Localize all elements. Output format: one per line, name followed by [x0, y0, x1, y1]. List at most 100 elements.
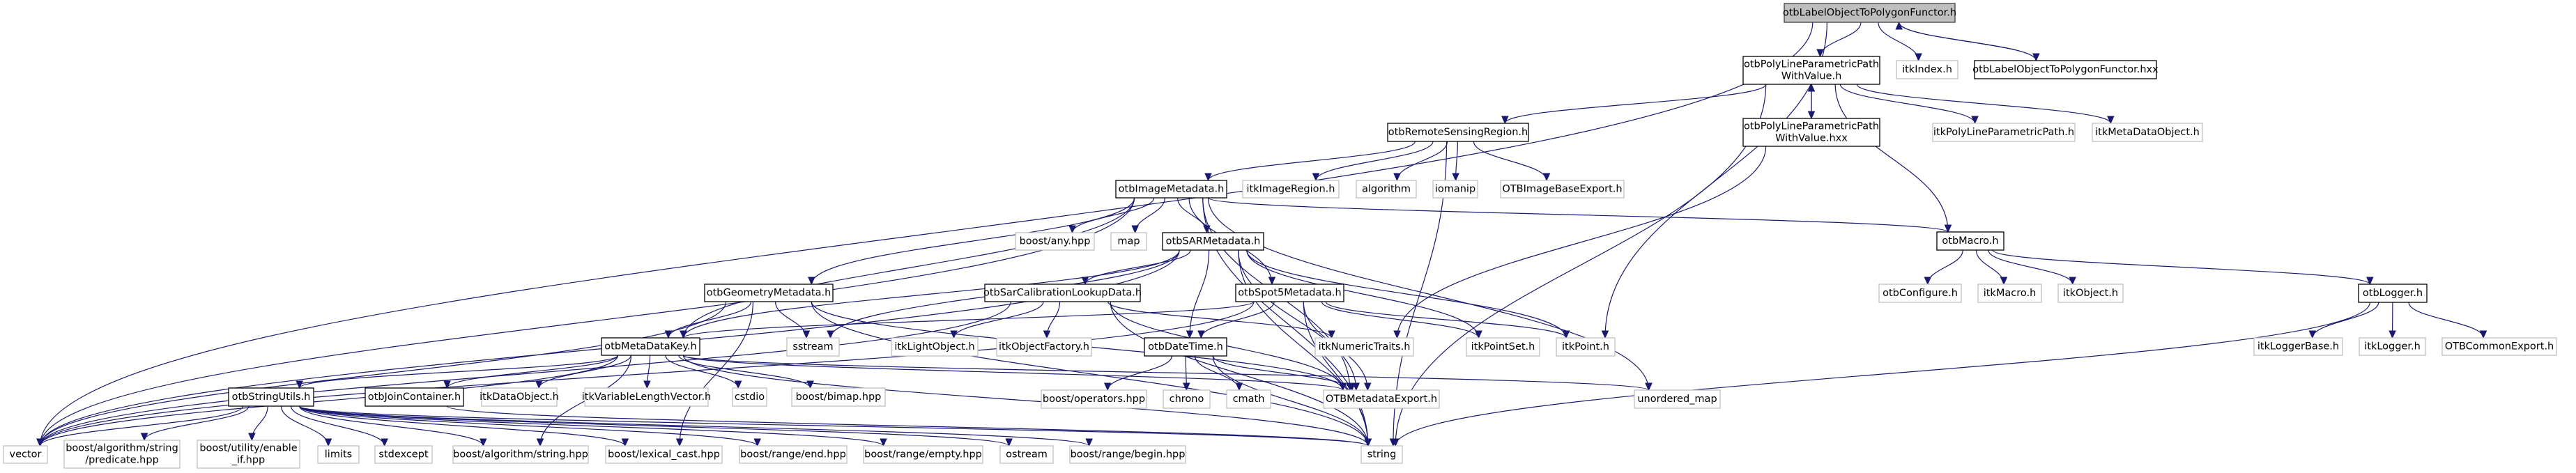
arrowhead-icon — [880, 438, 887, 447]
edge-line — [774, 301, 807, 339]
node-box — [1634, 389, 1721, 409]
node-box — [732, 387, 767, 407]
node-label: unordered_map — [1637, 394, 1717, 405]
edge-line — [1246, 249, 1480, 339]
node-label: itkPolyLineParametricPath.h — [1933, 127, 2074, 138]
node-box — [704, 284, 834, 302]
node-boost-lexical-cast-hpp: boost/lexical_cast.hpp — [605, 445, 723, 464]
node-limits: limits — [317, 445, 360, 464]
node-otbimagebaseexport-h: OTBImageBaseExport.h — [1500, 180, 1625, 199]
node-boost-bimap-hpp: boost/bimap.hpp — [791, 387, 886, 407]
node-otbsarcalibrationlookupdata-h[interactable]: otbSarCalibrationLookupData.h — [983, 284, 1142, 302]
edge-root-to-polyline_h — [1816, 22, 1862, 58]
edge-line — [1238, 249, 1357, 391]
arrowhead-icon — [2069, 277, 2076, 286]
node-otbimagemetadata-h[interactable]: otbImageMetadata.h — [1115, 180, 1227, 199]
node-otblabelobjecttopolygonfunctor-hxx[interactable]: otbLabelObjectToPolygonFunctor.hxx — [1972, 60, 2159, 79]
node-label: boost/operators.hpp — [1043, 394, 1145, 405]
node-otblabelobjecttopolygonfunctor-h[interactable]: otbLabelObjectToPolygonFunctor.h — [1783, 3, 1956, 23]
node-otbmetadatakey-h[interactable]: otbMetaDataKey.h — [601, 337, 700, 356]
node-box — [452, 445, 589, 464]
edge-macro-to-logger — [1992, 249, 2374, 286]
edge-line — [1189, 249, 1210, 339]
node-otbgeometrymetadata-h[interactable]: otbGeometryMetadata.h — [704, 284, 834, 302]
node-box — [1556, 337, 1616, 357]
node-label: otbLogger.h — [2363, 288, 2423, 299]
node-itkobjectfactory-h: itkObjectFactory.h — [996, 337, 1092, 357]
edge-datetime-to-chrono — [1183, 355, 1190, 391]
node-boost-utility-enable-if-hpp: boost/utility/enable_if.hpp — [197, 440, 300, 469]
edge-line — [1107, 355, 1172, 391]
arrowhead-icon — [827, 330, 834, 339]
node-label: itkLogger.h — [2364, 341, 2421, 352]
arrowhead-icon — [1339, 382, 1347, 391]
edge-line — [144, 405, 250, 441]
node-itkobject-h: itkObject.h — [2057, 284, 2124, 303]
node-box — [996, 337, 1092, 357]
node-box — [863, 445, 983, 464]
edge-line — [1927, 249, 1963, 285]
edge-polyline_h-to-itkMetaDataObject — [1856, 84, 2115, 125]
arrowhead-icon — [1348, 382, 1356, 391]
node-label: vector — [10, 449, 42, 460]
node-label: OTBMetadataExport.h — [1326, 394, 1437, 405]
node-label: otbGeometryMetadata.h — [707, 288, 831, 299]
edge-joincontainer-to-string — [446, 405, 1372, 447]
edge-line — [290, 405, 385, 447]
arrowhead-icon — [480, 438, 487, 447]
edge-line — [39, 301, 1011, 447]
node-box — [1144, 337, 1227, 357]
node-otbjoincontainer-h[interactable]: otbJoinContainer.h — [365, 387, 464, 407]
arrowhead-icon — [1645, 382, 1653, 391]
node-box — [1466, 337, 1540, 357]
node-otbdatetime-h[interactable]: otbDateTime.h — [1144, 337, 1227, 357]
node-itkmacro-h: itkMacro.h — [1977, 284, 2042, 303]
edge-line — [1504, 84, 1767, 124]
node-box — [1500, 180, 1625, 199]
arrowhead-icon — [1364, 382, 1372, 391]
edge-line — [1899, 22, 2037, 61]
node-otbstringutils-h[interactable]: otbStringUtils.h — [228, 387, 314, 407]
node-otbmacro-h[interactable]: otbMacro.h — [1936, 231, 2004, 251]
arrowhead-icon — [1895, 21, 1903, 30]
node-itklightobject-h: itkLightObject.h — [891, 337, 979, 357]
edge-line — [299, 405, 1369, 447]
node-otblogger-h[interactable]: otbLogger.h — [2358, 284, 2428, 303]
node-boost-range-end-hpp: boost/range/end.hpp — [739, 445, 848, 464]
node-label: itkPoint.h — [1562, 341, 1609, 352]
node-box — [891, 337, 979, 357]
node-box — [1162, 232, 1264, 251]
edge-stringutils-to-range_empty — [299, 405, 887, 447]
node-layer: otbLabelObjectToPolygonFunctor.h otbPolyL… — [3, 3, 2557, 469]
node-label: itkNumericTraits.h — [1319, 341, 1411, 352]
edge-line — [678, 355, 811, 389]
node-otbspot5metadata-h[interactable]: otbSpot5Metadata.h — [1235, 284, 1344, 302]
edge-spot5-to-datetime — [1197, 301, 1275, 339]
node-otbremotesensingregion-h[interactable]: otbRemoteSensingRegion.h — [1387, 123, 1529, 142]
arrowhead-icon — [36, 438, 44, 447]
edge-metadatakey-to-itkDataObject — [535, 355, 631, 389]
arrowhead-icon — [734, 380, 742, 389]
node-boost-range-begin-hpp: boost/range/begin.hpp — [1069, 445, 1186, 464]
node-cstdio: cstdio — [732, 387, 767, 407]
edge-line — [39, 301, 1255, 447]
edge-polyline_hxx-to-itkNumericTraits — [1393, 146, 1767, 339]
node-label: algorithm — [1362, 184, 1411, 195]
edge-line — [1396, 146, 1767, 339]
node-otbsarmetadata-h[interactable]: otbSARMetadata.h — [1162, 232, 1264, 251]
edge-spot5-to-metadatakey — [680, 301, 1255, 339]
node-box — [1314, 337, 1414, 357]
edge-logger-to-OTBCommonExport — [2408, 302, 2487, 339]
node-itkimageregion-h: itkImageRegion.h — [1242, 180, 1340, 199]
node-boost-algorithm-string-hpp: boost/algorithm/string.hpp — [452, 445, 589, 464]
node-label: sstream — [792, 341, 833, 352]
arrowhead-icon — [1186, 330, 1194, 339]
edge-line — [39, 301, 727, 447]
node-label: itkMacro.h — [1984, 288, 2037, 299]
edge-line — [682, 197, 1135, 339]
edge-line — [682, 355, 1369, 447]
node-itkloggerbase-h: itkLoggerBase.h — [2253, 337, 2343, 356]
arrowhead-icon — [621, 438, 629, 447]
